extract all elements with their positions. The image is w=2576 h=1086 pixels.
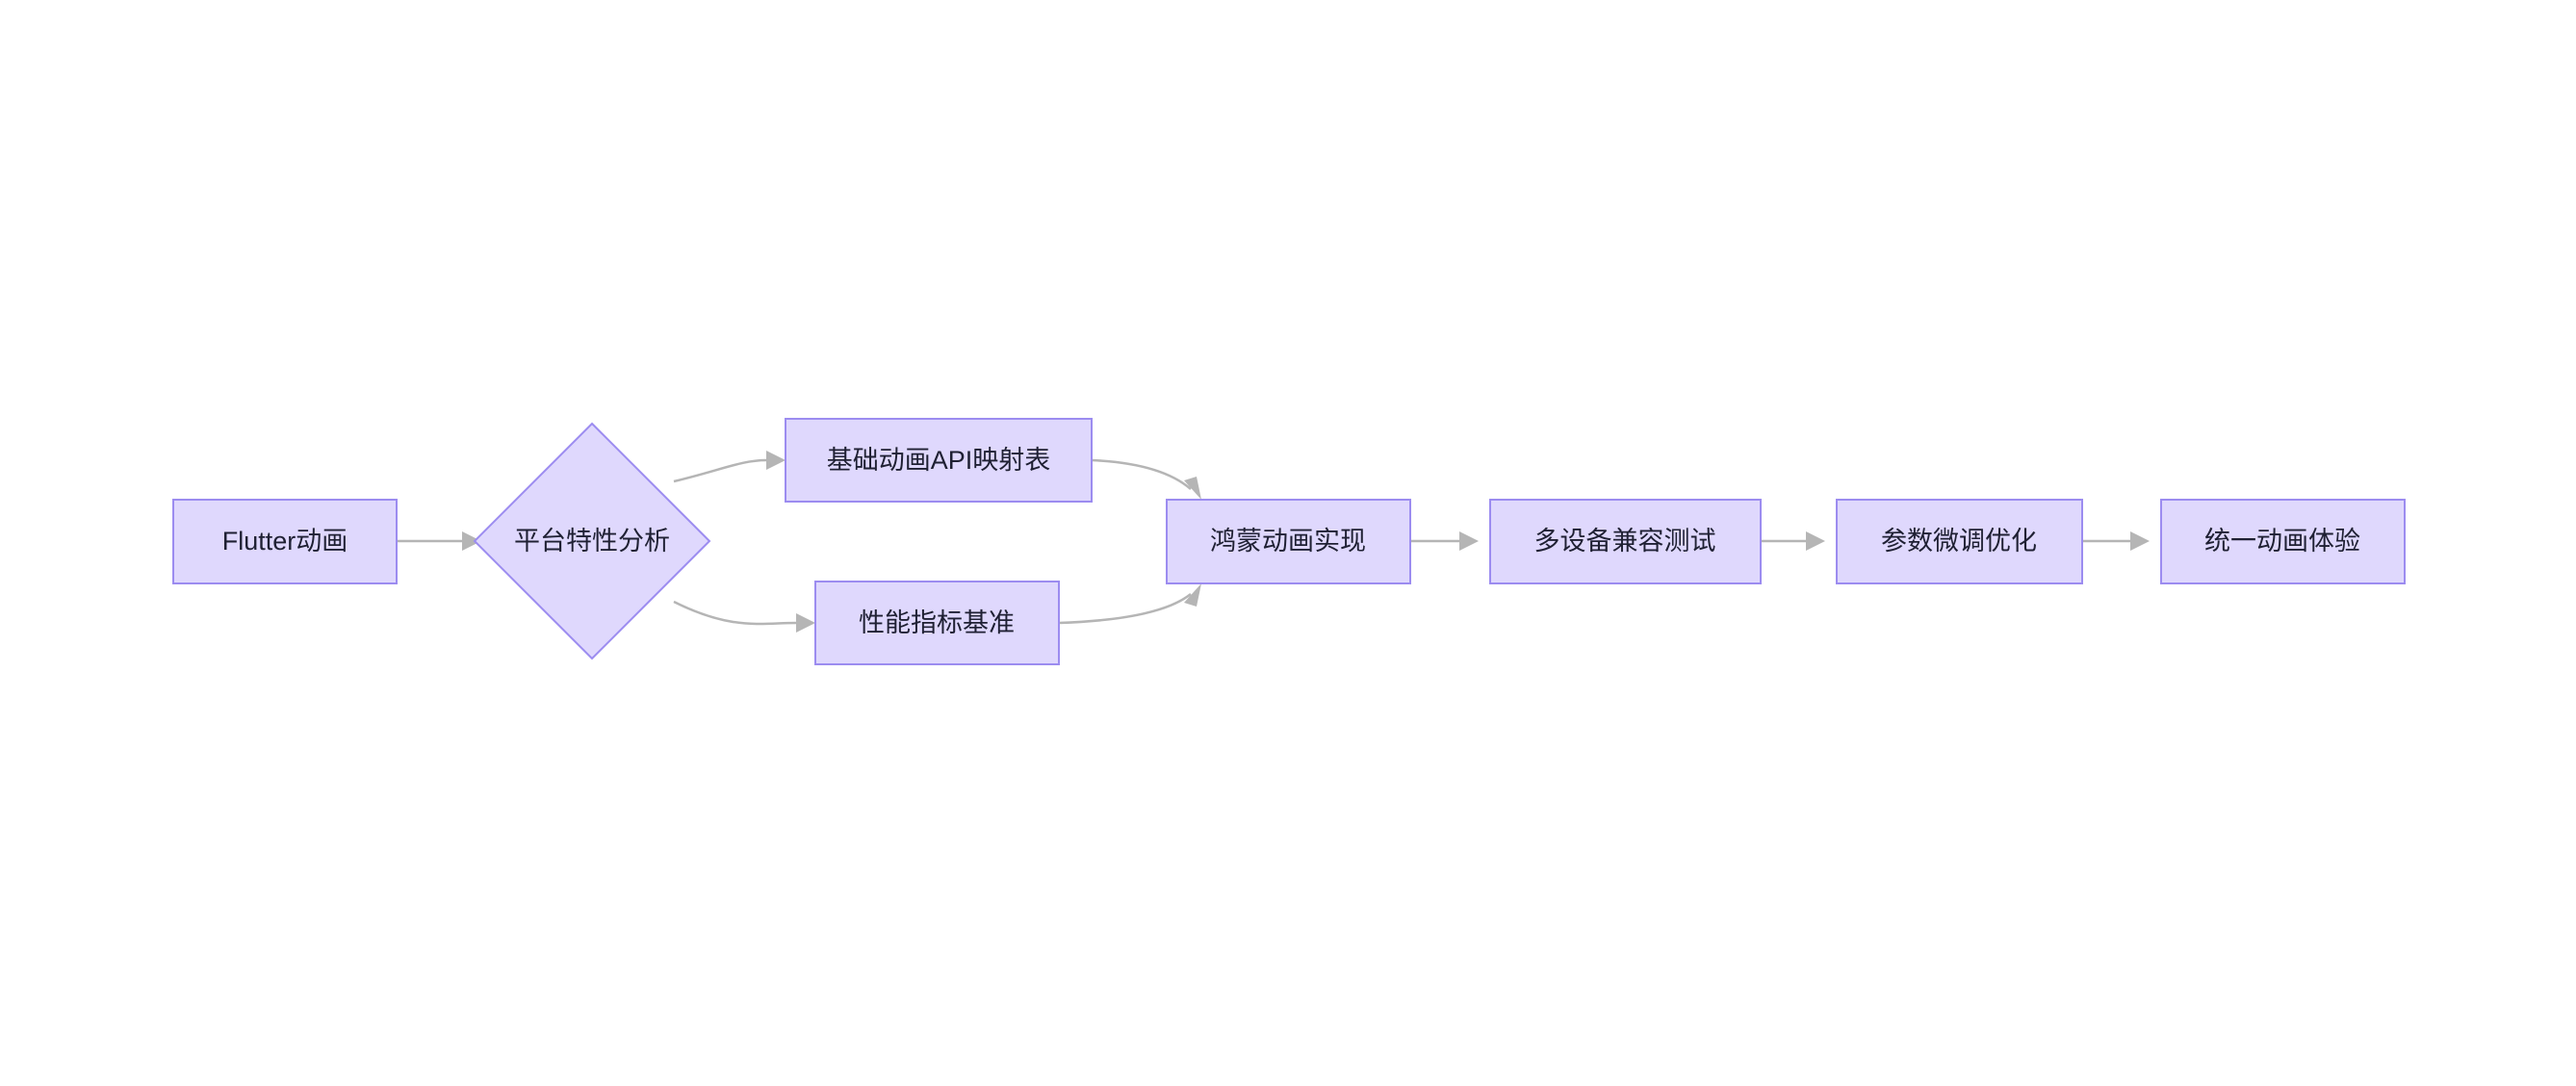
node-harmony-animation-impl[interactable]: 鸿蒙动画实现 — [1166, 499, 1411, 584]
edge-path — [1091, 458, 1192, 490]
node-label: Flutter动画 — [222, 527, 348, 556]
node-rect[interactable] — [172, 499, 398, 584]
node-label: 参数微调优化 — [1881, 527, 2037, 556]
node-rect[interactable] — [2160, 499, 2406, 584]
node-label: 平台特性分析 — [514, 527, 670, 556]
node-parameter-tuning[interactable]: 参数微调优化 — [1836, 499, 2083, 584]
node-label: 性能指标基准 — [859, 608, 1015, 637]
node-multi-device-compat-test[interactable]: 多设备兼容测试 — [1489, 499, 1762, 584]
node-flutter-animation[interactable]: Flutter动画 — [172, 499, 398, 584]
node-rect[interactable] — [1836, 499, 2083, 584]
arrowhead-icon — [1184, 583, 1201, 607]
arrowhead-icon — [766, 451, 786, 470]
node-rect[interactable] — [1489, 499, 1762, 584]
arrowhead-icon — [2130, 531, 2150, 551]
arrowhead-icon — [1806, 531, 1825, 551]
node-performance-baseline[interactable]: 性能指标基准 — [814, 581, 1060, 665]
edge-flutter-to-platform — [397, 531, 481, 551]
edge-api-map-to-harmony — [1091, 458, 1201, 500]
node-diamond[interactable] — [473, 422, 711, 660]
node-rect[interactable] — [814, 581, 1060, 665]
edge-harmony-to-compat-test — [1410, 531, 1479, 551]
node-label: 多设备兼容测试 — [1534, 527, 1716, 556]
arrowhead-icon — [1184, 477, 1201, 500]
edge-path — [673, 600, 797, 626]
node-unified-animation-experience[interactable]: 统一动画体验 — [2160, 499, 2406, 584]
arrowhead-icon — [462, 531, 481, 551]
node-rect[interactable] — [785, 418, 1093, 503]
edge-path — [673, 458, 767, 483]
node-rect[interactable] — [1166, 499, 1411, 584]
node-label: 统一动画体验 — [2204, 527, 2360, 556]
edge-platform-to-api-map — [673, 451, 786, 483]
edge-platform-to-perf-baseline — [673, 600, 815, 633]
node-platform-feature-analysis[interactable]: 平台特性分析 — [473, 422, 711, 660]
node-base-animation-api-map[interactable]: 基础动画API映射表 — [785, 418, 1093, 503]
node-label: 基础动画API映射表 — [827, 446, 1051, 475]
edge-path — [1058, 593, 1192, 625]
edge-layer — [397, 451, 2150, 633]
arrowhead-icon — [1459, 531, 1479, 551]
edge-compat-test-to-param-tune — [1761, 531, 1825, 551]
arrowhead-icon — [796, 613, 815, 633]
node-label: 鸿蒙动画实现 — [1210, 527, 1366, 556]
edge-perf-baseline-to-harmony — [1058, 583, 1201, 625]
node-layer: Flutter动画 平台特性分析 基础动画API映射表 性能指标基准 鸿蒙动画实… — [172, 418, 2406, 665]
edge-param-tune-to-unified-exp — [2082, 531, 2150, 551]
